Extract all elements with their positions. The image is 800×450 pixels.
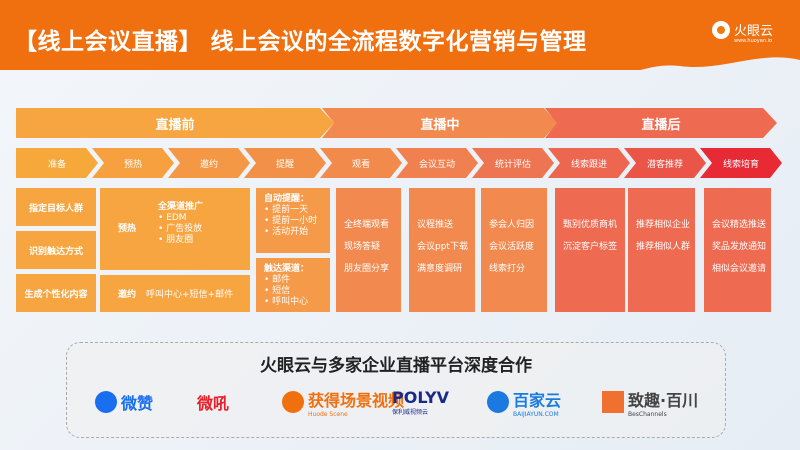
partner-subtitle: 保利威视频云 xyxy=(392,409,429,416)
stage-column: 议程推送会议ppt下载满意度调研 xyxy=(409,188,475,312)
partner-name: POLYV xyxy=(392,388,449,407)
reach-item: • 呼叫中心 xyxy=(264,297,309,307)
column-item: 现场答疑 xyxy=(344,242,381,252)
reach-item: • 邮件 xyxy=(264,275,291,285)
phase-2: 直播中 xyxy=(322,108,558,138)
eye-flame-icon xyxy=(712,20,730,39)
warmup-item: • 朋友圈 xyxy=(158,235,194,245)
remind-item: • 活动开始 xyxy=(264,227,309,237)
step-4: 提醒 xyxy=(244,148,326,178)
invite-text: 呼叫中心+短信+邮件 xyxy=(146,290,234,300)
remind-item: • 提前一小时 xyxy=(264,216,318,226)
stage-column: 会议精选推送奖品发放通知相似会议邀请 xyxy=(704,188,771,312)
warmup-heading: 全渠道推广 xyxy=(158,202,204,212)
warmup-item: • EDM xyxy=(158,213,187,223)
column-item: 甄别优质商机 xyxy=(563,220,618,230)
column-item: 会议精选推送 xyxy=(712,220,767,230)
reach-item: • 短信 xyxy=(264,286,291,296)
invite-box: 邀约呼叫中心+短信+邮件 xyxy=(100,275,250,312)
step-8: 线索跟进 xyxy=(548,148,630,178)
partner-logo: POLYV 保利威视频云 xyxy=(392,387,449,417)
step-1: 准备 xyxy=(16,148,98,178)
remind-item: • 提前一天 xyxy=(264,205,309,215)
column-item: 相似会议邀请 xyxy=(712,264,767,274)
prep-item: 识别触达方式 xyxy=(16,231,96,269)
partner-logo-icon xyxy=(602,391,624,413)
step-5: 观看 xyxy=(320,148,402,178)
partner-logo: 微赞 xyxy=(95,387,153,417)
step-2: 预热 xyxy=(92,148,174,178)
partner-logo: 微吼 xyxy=(197,387,229,417)
step-9: 潜客推荐 xyxy=(624,148,706,178)
partner-logo-icon xyxy=(95,391,117,413)
logo-url: www.huoyan.io xyxy=(734,38,773,44)
partners-title: 火眼云与多家企业直播平台深度合作 xyxy=(260,356,532,376)
column-item: 全终端观看 xyxy=(344,220,390,230)
prep-item: 生成个性化内容 xyxy=(16,274,96,312)
partner-name: 致趣·百川 xyxy=(628,390,699,410)
column-item: 沉淀客户标签 xyxy=(563,242,618,252)
stage-column: 推荐相似企业推荐相似人群 xyxy=(628,188,695,312)
column-item: 推荐相似企业 xyxy=(636,220,691,230)
step-7: 统计评估 xyxy=(472,148,554,178)
warmup-label: 预热 xyxy=(118,224,137,234)
partner-logo-icon xyxy=(487,391,509,413)
reach-box: 触达渠道： • 邮件 • 短信 • 呼叫中心 xyxy=(256,258,330,312)
stage-column: 参会人归因会议活跃度线索打分 xyxy=(481,188,547,312)
header-band xyxy=(0,0,800,70)
column-item: 朋友圈分享 xyxy=(344,264,390,274)
page-title: 【线上会议直播】 线上会议的全流程数字化营销与管理 xyxy=(14,29,587,55)
column-item: 会议活跃度 xyxy=(489,242,535,252)
remind-heading: 自动提醒： xyxy=(264,194,310,204)
reach-heading: 触达渠道： xyxy=(264,264,310,274)
partner-name: 微吼 xyxy=(197,394,230,413)
step-6: 会议互动 xyxy=(396,148,478,178)
logo-name: 火眼云 xyxy=(734,24,774,39)
warmup-box: 预热 全渠道推广 • EDM • 广告投放 • 朋友圈 xyxy=(100,188,250,270)
partner-name: 获得场景视频 xyxy=(308,390,405,410)
prep-item: 指定目标人群 xyxy=(16,188,96,226)
invite-label: 邀约 xyxy=(118,290,137,300)
warmup-item: • 广告投放 xyxy=(158,224,203,234)
step-3: 邀约 xyxy=(168,148,250,178)
partner-subtitle: BesChannels xyxy=(628,410,667,418)
remind-box: 自动提醒： • 提前一天 • 提前一小时 • 活动开始 xyxy=(256,188,330,253)
phase-1: 直播前 xyxy=(16,108,334,138)
column-item: 参会人归因 xyxy=(489,220,535,230)
column-item: 推荐相似人群 xyxy=(636,242,691,252)
column-item: 满意度调研 xyxy=(417,264,463,274)
partner-subtitle: BAIJIAYUN.COM xyxy=(513,410,559,418)
partner-name: 微赞 xyxy=(121,394,154,413)
partner-name: 百家云 xyxy=(513,390,562,410)
partner-subtitle: Huode Scene xyxy=(308,410,348,418)
column-item: 奖品发放通知 xyxy=(712,242,767,252)
phase-3: 直播后 xyxy=(545,108,777,138)
column-item: 线索打分 xyxy=(489,264,526,274)
partner-logo-icon xyxy=(282,391,304,413)
column-item: 议程推送 xyxy=(417,220,454,230)
stage-column: 甄别优质商机沉淀客户标签 xyxy=(555,188,625,312)
column-item: 会议ppt下载 xyxy=(417,242,468,252)
step-10: 线索培育 xyxy=(700,148,782,178)
stage-column: 全终端观看现场答疑朋友圈分享 xyxy=(336,188,401,312)
